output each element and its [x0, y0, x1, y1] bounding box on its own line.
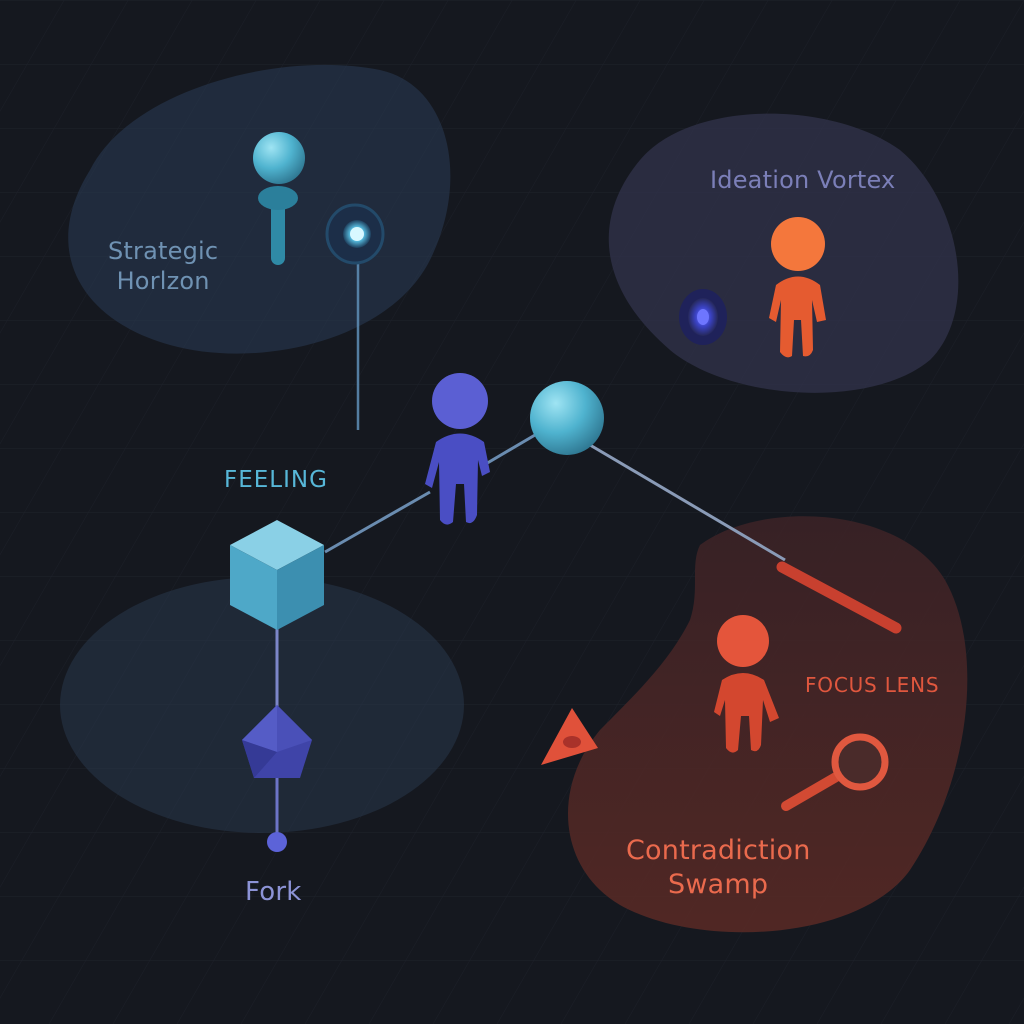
- gem-icon[interactable]: [242, 705, 312, 778]
- red-person-icon: [714, 615, 779, 753]
- strategic-horizon-line-2: Horlzon: [116, 267, 210, 295]
- warning-triangle-icon[interactable]: [541, 708, 598, 765]
- blue-person-icon: [425, 373, 490, 525]
- ideation-vortex-label: Ideation Vortex: [710, 166, 896, 194]
- cube-to-figure-line: [324, 490, 431, 554]
- fork-label: Fork: [245, 877, 302, 907]
- magnifying-glass-icon[interactable]: [781, 733, 889, 811]
- figure-to-sphere-line: [483, 433, 536, 467]
- sphere-to-stick-line: [589, 443, 786, 562]
- strategic-horizon-label: Strategic Horlzon: [108, 236, 218, 296]
- contradiction-swamp-line-1: Contradiction: [626, 835, 811, 866]
- fork-zone: [60, 577, 464, 833]
- contradiction-swamp-label: Contradiction Swamp: [626, 834, 811, 902]
- target-dot-icon[interactable]: [325, 203, 385, 265]
- pin-icon: [253, 132, 305, 265]
- cube-icon[interactable]: [230, 520, 324, 630]
- contradiction-swamp-zone: [567, 516, 968, 933]
- strategic-horizon-line-1: Strategic: [108, 237, 219, 265]
- stick-icon: [776, 561, 902, 634]
- contradiction-swamp-line-2: Swamp: [668, 868, 769, 900]
- orange-person-icon: [769, 217, 826, 358]
- fork-dot-icon[interactable]: [267, 832, 287, 852]
- feeling-label: FEELING: [224, 467, 328, 493]
- strategic-horizon-zone: [68, 64, 451, 354]
- vortex-dot-icon[interactable]: [679, 289, 727, 345]
- sphere-node-icon[interactable]: [530, 381, 604, 455]
- focus-lens-label: FOCUS LENS: [805, 673, 940, 697]
